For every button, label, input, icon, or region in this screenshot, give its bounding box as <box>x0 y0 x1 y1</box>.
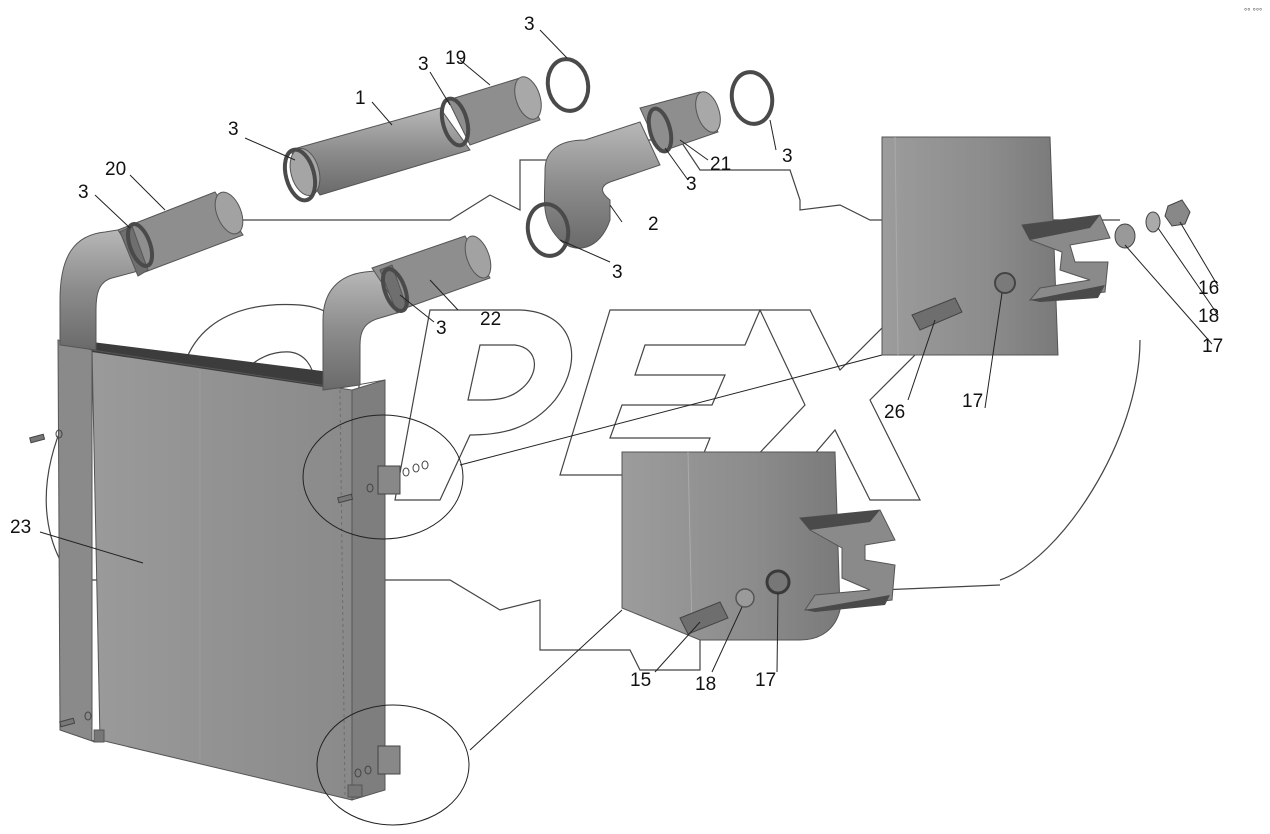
callout-23: 23 <box>10 517 31 538</box>
corner-mark: °° °°° <box>1244 7 1262 16</box>
detail-view-lower <box>621 451 896 641</box>
clamp <box>439 96 471 148</box>
callout-18-lower: 18 <box>695 674 716 695</box>
callout-3-hose2: 3 <box>686 174 697 195</box>
clamp <box>380 267 410 313</box>
callout-3-left: 3 <box>78 182 89 203</box>
clamp <box>646 106 674 154</box>
clamp <box>125 222 155 268</box>
clamps-3 <box>125 57 775 313</box>
callout-1: 1 <box>355 88 366 109</box>
right-inlet-pipe <box>322 235 492 391</box>
radiator-fasteners <box>29 429 429 778</box>
callout-2: 2 <box>648 214 659 235</box>
callout-3-right-pipe: 3 <box>436 318 447 339</box>
callout-17-upper-right: 17 <box>1202 336 1223 357</box>
callout-15: 15 <box>630 670 651 691</box>
radiator-core-23 <box>57 339 386 801</box>
callout-21: 21 <box>710 154 731 175</box>
detail-indicators <box>302 354 883 826</box>
callout-20: 20 <box>105 159 126 180</box>
callout-labels: 1 19 3 3 3 20 3 21 3 3 2 3 3 22 23 16 18… <box>10 7 1262 695</box>
detail-view-upper <box>881 136 1191 356</box>
callout-16: 16 <box>1198 278 1219 299</box>
callout-17-upper: 17 <box>962 391 983 412</box>
callout-18-upper: 18 <box>1198 306 1219 327</box>
clamp <box>545 57 591 113</box>
hose-2-elbow <box>543 91 721 249</box>
callout-3-right-clamp: 3 <box>782 146 793 167</box>
callout-17-lower: 17 <box>755 670 776 691</box>
callout-22: 22 <box>480 309 501 330</box>
callout-19: 19 <box>445 48 466 69</box>
callout-26: 26 <box>884 402 905 423</box>
callout-3-hose1-left: 3 <box>228 119 239 140</box>
leader-lines <box>39 29 1219 673</box>
callout-3-top: 3 <box>524 14 535 35</box>
hose-1-assembly <box>289 76 542 196</box>
clamp <box>729 70 775 126</box>
left-inlet-pipe <box>59 191 244 351</box>
clamp <box>282 147 318 203</box>
callout-3-hose1: 3 <box>418 54 429 75</box>
clamp <box>525 202 571 258</box>
callout-3-bottom-clamp: 3 <box>612 262 623 283</box>
